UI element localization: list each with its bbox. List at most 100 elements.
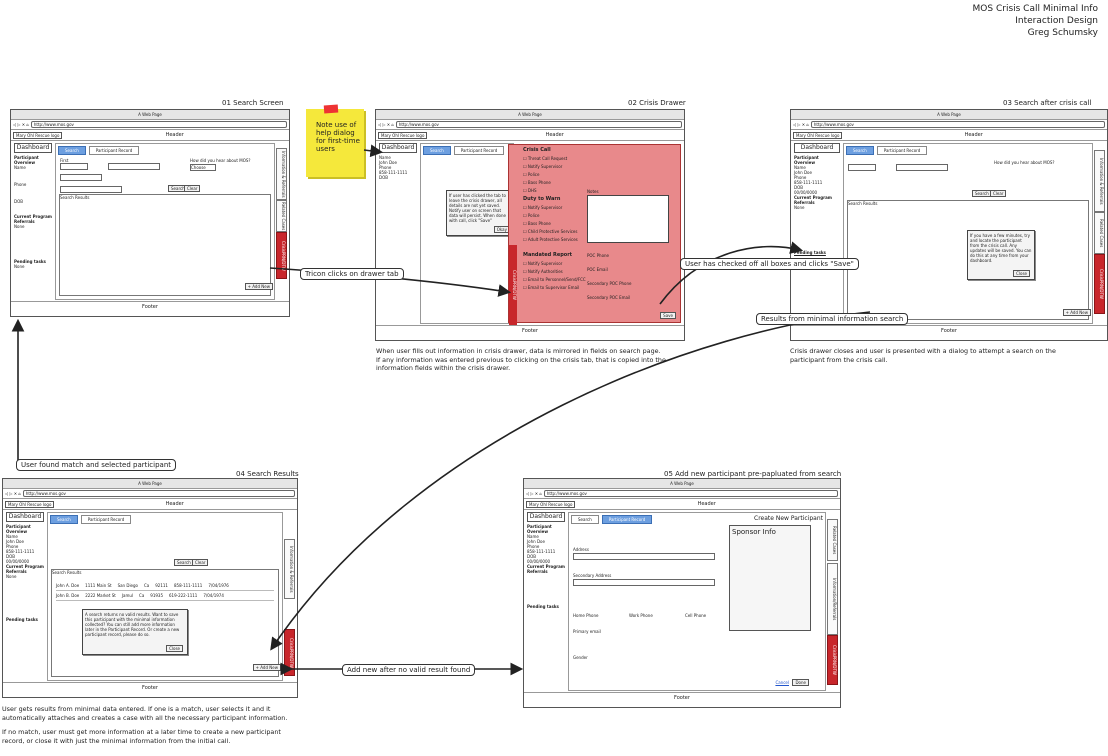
clear-button[interactable]: Clear — [184, 185, 201, 192]
phone-input[interactable] — [60, 174, 102, 181]
checklist-item[interactable]: ☐ Bass Phone — [523, 180, 551, 185]
add-new-button[interactable]: + Add New — [244, 283, 273, 290]
nav-arrows-icon: ◁ ▷ ✕ ⌂ — [793, 122, 809, 127]
checklist-item[interactable]: ☐ Email to Personnel/Send/FCC — [523, 277, 586, 282]
tab-participant-record[interactable]: Participant Record — [876, 146, 928, 155]
side-tab-related[interactable]: Related Cases — [276, 200, 287, 232]
tab-search[interactable]: Search — [50, 515, 78, 524]
checklist-item[interactable]: ☐ Police — [523, 172, 540, 177]
side-tab-info[interactable]: Information & Referrals — [1094, 150, 1105, 212]
nav-arrows-icon: ◁ ▷ ✕ ⌂ — [5, 491, 21, 496]
first-input[interactable] — [60, 163, 88, 170]
tab-participant-record[interactable]: Participant Record — [453, 146, 505, 155]
hear-label: How did you hear about MOS? — [994, 160, 1055, 165]
table-cell: Jamul — [121, 593, 134, 598]
address-input[interactable] — [573, 553, 715, 560]
table-cell: San Diego — [117, 583, 138, 588]
header-text: Header — [165, 132, 184, 138]
tab-search[interactable]: Search — [846, 146, 874, 155]
arrow-sticky-to-02 — [363, 144, 384, 158]
caption-line: record, or close it with just the minima… — [2, 736, 231, 745]
screen-label-05: 05 Add new participant pre-papluated fro… — [664, 470, 842, 478]
tab-participant-record[interactable]: Participant Record — [601, 515, 653, 524]
checklist-item[interactable]: ☐ Email to Supervisor Email — [523, 285, 580, 290]
side-tab-info[interactable]: Information & Referrals — [284, 539, 295, 599]
checklist-item[interactable]: ☐ Child Protective Services — [523, 229, 578, 234]
checklist-item[interactable]: ☐ Police — [523, 213, 540, 218]
browser-bar: ◁ ▷ ✕ ⌂ http://www.mos.gov — [791, 120, 1107, 130]
cancel-link[interactable]: Cancel — [775, 680, 789, 685]
dashboard-title: Dashboard — [794, 143, 840, 153]
side-tab-crisis[interactable]: CrisisPRN/DTW — [827, 635, 838, 685]
checklist-item[interactable]: ☐ DHS — [523, 188, 537, 193]
close-button[interactable]: Close — [166, 645, 183, 652]
page-body: Dashboard Name John Doe Phone 858-111-11… — [376, 140, 684, 326]
page-footer: Footer — [791, 325, 1107, 336]
table-cell: Ca — [139, 593, 145, 598]
side-tab-related[interactable]: Related Cases — [1094, 212, 1105, 254]
checklist-item[interactable]: ☐ Adult Protective Services — [523, 237, 578, 242]
participant-overview: Participant Overview — [14, 155, 39, 165]
checklist-item[interactable]: ☐ Notify Supervisor — [523, 164, 563, 169]
caption-line: When user fills out information in crisi… — [376, 347, 661, 355]
callout-tricon-clicks: Tricon clicks on drawer tab — [300, 268, 404, 280]
window-title: A Web Page — [11, 110, 289, 120]
close-button[interactable]: Close — [1013, 270, 1030, 277]
first-input[interactable] — [848, 164, 876, 171]
phone-label: Phone — [527, 544, 540, 549]
current-program: Current Program Referrals — [794, 195, 832, 205]
side-tab-crisis[interactable]: CrisisPRN/DTW — [284, 629, 295, 676]
side-tab-related[interactable]: Related Cases — [827, 519, 838, 561]
name-value: John Doe — [527, 539, 545, 544]
page-header: Mary Ohl Rescue logo Header — [3, 499, 297, 510]
tab-search[interactable]: Search — [571, 515, 599, 524]
url-field: http://www.mos.gov — [30, 121, 287, 128]
table-cell: 7/04/1974 — [203, 593, 224, 598]
done-button[interactable]: Done — [792, 679, 809, 686]
checklist-item[interactable]: ☐ Notify Authorities — [523, 269, 563, 274]
table-cell: 92111 — [155, 583, 168, 588]
notes-field[interactable] — [587, 195, 669, 243]
tab-participant-record[interactable]: Participant Record — [88, 146, 140, 155]
checklist-item[interactable]: ☐ Notify Supervisor — [523, 261, 563, 266]
no-match-text: A search returns no valid results. Want … — [85, 612, 180, 637]
dob-value: 00/00/0000 — [6, 559, 30, 564]
add-new-button[interactable]: + Add New — [1062, 309, 1091, 316]
search-results-label: Search Results — [848, 201, 878, 206]
poc-email-label: POC Email — [587, 267, 608, 272]
wireframe-screen-03: A Web Page ◁ ▷ ✕ ⌂ http://www.mos.gov Ma… — [790, 109, 1108, 341]
side-tab-crisis[interactable]: CrisisPRN/DTW — [1094, 254, 1105, 314]
tab-search[interactable]: Search — [58, 146, 86, 155]
mr-checklist: ☐ Notify Supervisor ☐ Notify Authorities ☐… — [523, 260, 586, 292]
page-body: Dashboard Participant Overview Name John… — [791, 140, 1107, 326]
last-input[interactable] — [896, 164, 948, 171]
alt-address-input[interactable] — [573, 579, 715, 586]
clear-button[interactable]: Clear — [990, 190, 1007, 197]
email-input[interactable] — [60, 186, 122, 193]
checklist-item[interactable]: ☐ Notify Supervisor — [523, 205, 563, 210]
caption-screen-04: User gets results from minimal data ente… — [2, 705, 287, 745]
name-label: Name — [794, 165, 806, 170]
tab-search[interactable]: Search — [423, 146, 451, 155]
page-header: Mary Ohl Rescue logo Header — [791, 130, 1107, 141]
checklist-item[interactable]: ☐ Bass Phone — [523, 221, 551, 226]
dob-value: 00/00/0000 — [527, 559, 551, 564]
side-tab-crisis[interactable]: CrisisPRN/DTW — [276, 232, 287, 279]
side-tab-info[interactable]: Information/Referrals — [827, 563, 838, 635]
hear-select[interactable]: Choose — [190, 164, 216, 171]
drawer-crisis-tab[interactable]: CrisisPRN/DTW — [509, 245, 517, 325]
home-phone-label: Home Phone — [573, 613, 599, 618]
save-button[interactable]: Save — [660, 312, 676, 319]
url-field: http://www.mos.gov — [22, 490, 295, 497]
clear-button[interactable]: Clear — [192, 559, 209, 566]
last-input[interactable] — [108, 163, 160, 170]
dob-label: DOB — [527, 554, 536, 559]
help-dialog-text: If user has clicked the tab to leave the… — [449, 193, 506, 223]
tab-participant-record[interactable]: Participant Record — [80, 515, 132, 524]
screen-label-03: 03 Search after crisis call — [1003, 99, 1092, 107]
page-body: Dashboard Participant Overview Name John… — [3, 509, 297, 683]
side-tab-info[interactable]: Information & Referrals — [276, 148, 287, 200]
checklist-item[interactable]: ☐ Threat Call Request — [523, 156, 568, 161]
